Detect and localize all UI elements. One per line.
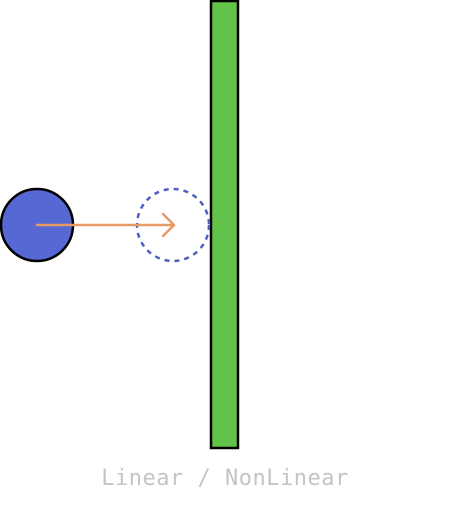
velocity-arrow — [35, 212, 176, 238]
wall — [209, 0, 240, 450]
caption-label: Linear / NonLinear — [101, 466, 349, 491]
